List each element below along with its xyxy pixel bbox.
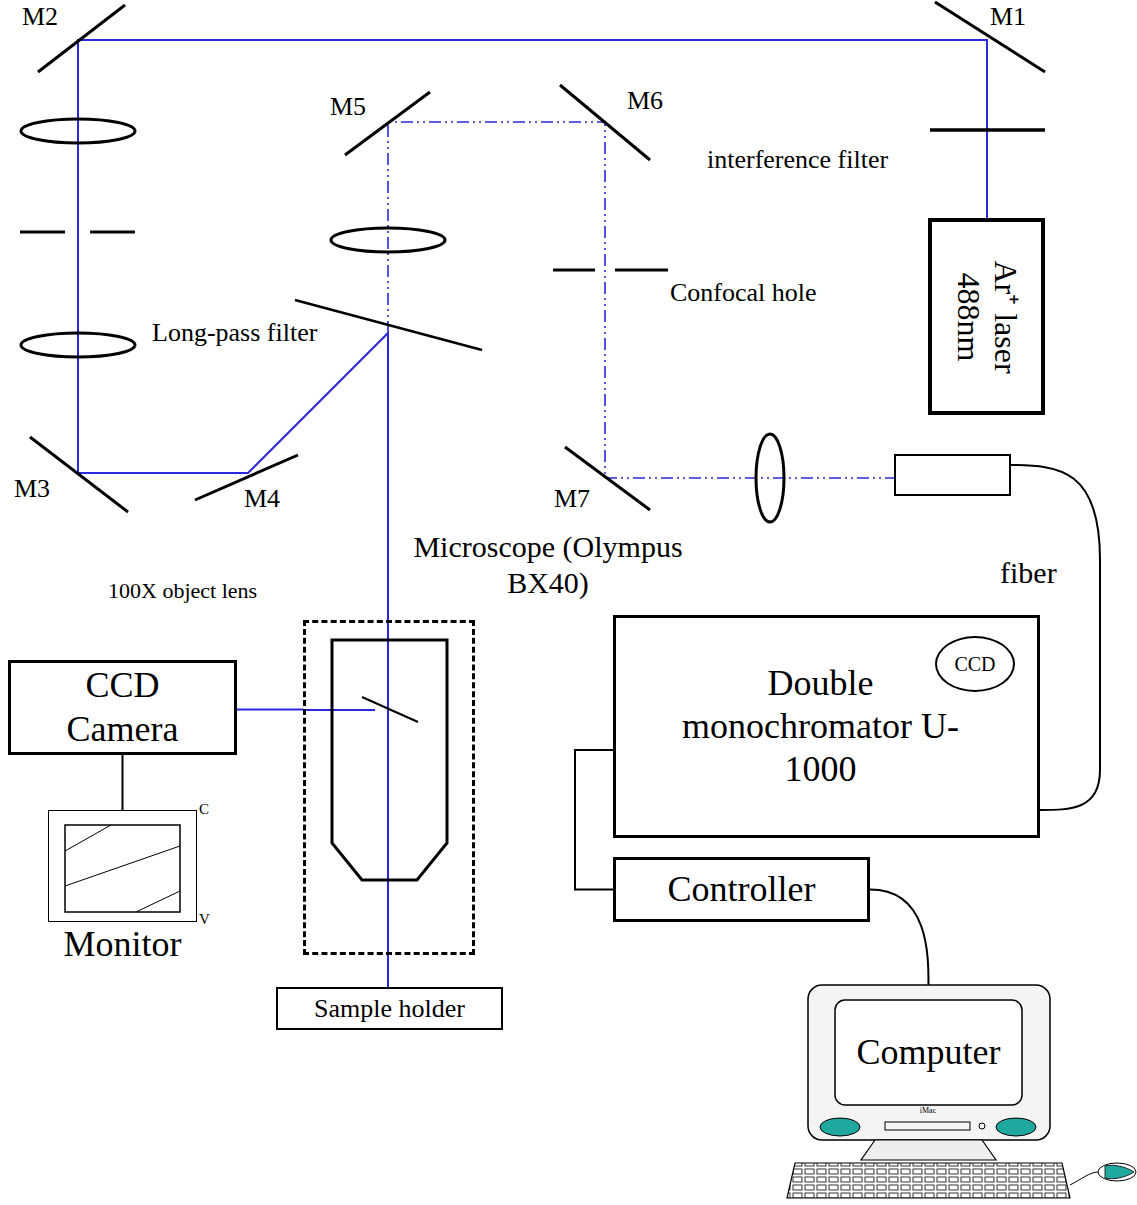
microscope-label: Microscope (Olympus BX40) (408, 529, 688, 601)
component-name: Long-pass filter (150, 318, 319, 348)
sample-holder-label: Sample holder (314, 993, 465, 1024)
connector-line (575, 750, 613, 890)
signal-beam (388, 122, 895, 478)
controller-box: Controller (613, 857, 870, 922)
computer-drawing (787, 985, 1136, 1198)
microscope-box: Microscope (Olympus BX40) (303, 620, 475, 955)
mirror-name: M2 (22, 2, 58, 32)
mirror (30, 2, 1045, 512)
controller-label: Controller (668, 868, 816, 911)
laser-beam (78, 40, 987, 955)
monitor-mark: C (199, 801, 209, 818)
mirror-name: M6 (627, 86, 663, 116)
monitor-screen: Monitor (48, 810, 197, 922)
mirror-name: M3 (14, 474, 50, 504)
brand-mark: iMac (920, 1106, 936, 1115)
computer-label: Computer (857, 1031, 1001, 1074)
sample-holder-box: Sample holder (276, 987, 503, 1030)
component-name: interference filter (707, 145, 888, 175)
screen-line (65, 846, 180, 886)
camera-box: CCD Camera (8, 660, 237, 755)
long-pass-filter (295, 300, 482, 350)
laser-label: Ar⁺ laser 488nm (950, 227, 1024, 407)
lens (21, 119, 784, 522)
computer-screen: Computer (835, 1000, 1022, 1105)
screen-line (65, 825, 111, 851)
mirror-name: M4 (244, 484, 280, 514)
connector-line (870, 890, 929, 986)
component-name: fiber (1000, 556, 1057, 591)
screen-line (136, 891, 180, 912)
component-name: 100X object lens (108, 578, 257, 603)
connector-line (122, 755, 124, 810)
fiber-coupler (895, 455, 1010, 495)
laser-box: Ar⁺ laser 488nm (928, 218, 1045, 415)
monochromator-label: Double monochromator U-1000 (661, 662, 981, 792)
monitor-inner-screen (65, 825, 180, 912)
fiber-cable (1010, 465, 1100, 810)
interference-filter (930, 128, 1045, 132)
component-name: Confocal hole (670, 278, 817, 308)
mirror-name: M1 (990, 2, 1026, 32)
mirror-name: M5 (330, 92, 366, 122)
connector-line (387, 955, 389, 987)
beam-splitter (362, 697, 418, 722)
connector-line (237, 709, 303, 711)
pinhole (20, 232, 668, 270)
monitor-label: Monitor (63, 923, 181, 966)
mirror-name: M7 (554, 484, 590, 514)
monochromator-box: Double monochromator U-1000CCD (613, 615, 1040, 838)
ccd-label: CCD (954, 652, 995, 676)
monitor-picture (49, 811, 196, 921)
ccd-circle: CCD (935, 636, 1015, 692)
camera-label: CCD Camera (38, 664, 208, 750)
monitor-mark: V (199, 911, 210, 928)
objective-lens (332, 640, 447, 880)
